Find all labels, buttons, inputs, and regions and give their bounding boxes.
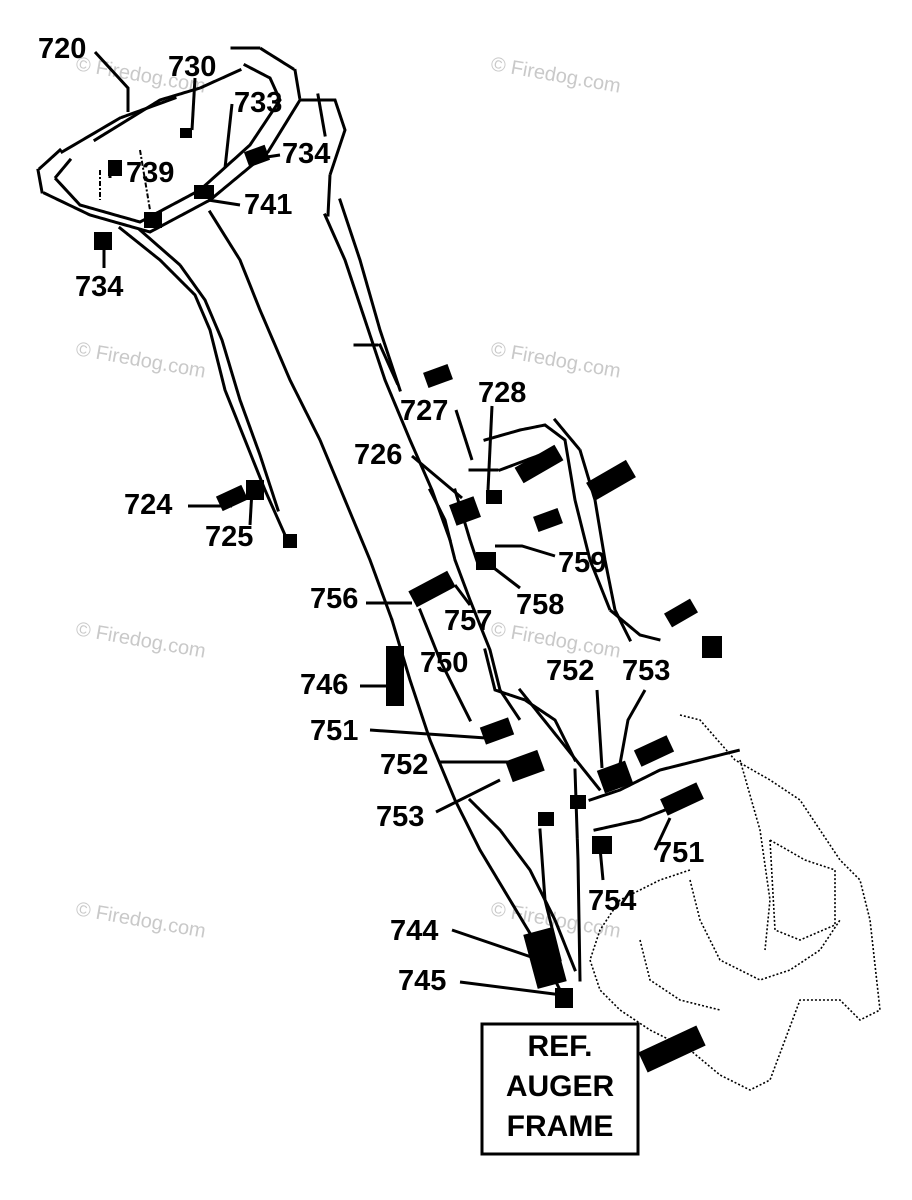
auger-frame-drawing [589,714,881,1091]
part-bolt-730 [180,128,192,138]
part-754 [592,836,612,854]
callout-741: 741 [244,189,292,221]
callout-730: 730 [168,51,216,83]
part-756 [408,570,456,608]
callout-759: 759 [558,547,606,579]
cable-drawing [427,417,742,832]
callout-752-left: 752 [380,749,428,781]
callout-752-right: 752 [546,655,594,687]
callout-734-left: 734 [75,271,123,303]
callout-739: 739 [126,157,174,189]
callout-727: 727 [400,395,448,427]
callout-720: 720 [38,33,86,65]
callout-753-right: 753 [622,655,670,687]
part-bolt-741 [194,185,214,199]
upper-handle-drawing [36,46,582,993]
watermark-5: © Firedog.com [74,618,207,662]
part-nut-725 [246,480,264,500]
part-cap-725 [283,534,297,548]
part-727 [423,364,453,388]
watermark-7: © Firedog.com [74,898,207,942]
callout-728: 728 [478,377,526,409]
callout-753-left: 753 [376,801,424,833]
leader-lines [93,50,672,997]
part-745 [555,988,573,1008]
callout-751-left: 751 [310,715,358,747]
part-753-right [596,760,634,794]
callout-746: 746 [300,669,348,701]
callout-751-right: 751 [656,837,704,869]
part-bolt-734-left [94,232,112,250]
part-728 [486,490,502,504]
part-746 [386,646,404,706]
reference-line-2: AUGER [506,1070,615,1103]
part-753-top [664,598,698,628]
part-auger-frame-tab [638,1025,706,1073]
reference-line-3: FRAME [507,1110,614,1143]
part-hub-right [633,735,675,767]
reference-line-1: REF. [527,1030,592,1063]
hardware-parts [94,128,722,1073]
part-clip-lower [538,812,554,826]
callout-750: 750 [420,647,468,679]
part-cable-clip-2 [533,508,563,532]
part-751-right [660,782,704,816]
callout-744: 744 [390,915,438,947]
callout-758: 758 [516,589,564,621]
callout-734-top: 734 [282,138,330,170]
part-726 [449,496,481,526]
callout-725: 725 [205,521,253,553]
part-cable-clip-3 [586,459,636,501]
reference-box: REF. AUGER FRAME [480,1022,640,1156]
part-753-bolt [702,636,722,658]
callout-726: 726 [354,439,402,471]
part-clip-mid [570,795,586,809]
callout-757: 757 [444,605,492,637]
callout-745: 745 [398,965,446,997]
callout-733: 733 [234,87,282,119]
callout-756: 756 [310,583,358,615]
watermark-3: © Firedog.com [74,338,207,382]
part-752-left [505,749,545,783]
part-cable-clip-1 [514,444,564,484]
watermark-2: © Firedog.com [489,53,622,97]
callout-754: 754 [588,885,636,917]
part-751-left [479,717,515,745]
callout-labels: 720 730 733 734 739 741 734 724 725 727 … [38,33,704,997]
part-bolt-734-top [243,144,271,168]
part-744 [523,927,567,989]
part-knob-left [144,212,162,228]
callout-724: 724 [124,489,172,521]
